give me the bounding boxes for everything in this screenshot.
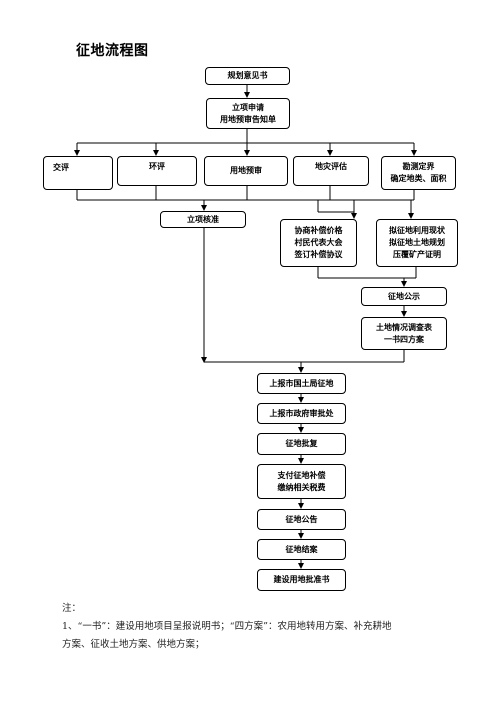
node-plan-opinion-label: 规划意见书 (227, 71, 268, 80)
node-project-apply: 立项申请 用地预审告知单 (206, 98, 290, 129)
node-report-city-label: 上报市国土局征地 (269, 378, 334, 388)
node-land-status-line3: 压覆矿产证明 (393, 250, 441, 259)
node-plan-opinion: 规划意见书 (205, 67, 290, 85)
node-land-certificate: 建设用地批准书 (257, 569, 346, 591)
notes-line-2: 方案、征收土地方案、供地方案； (62, 639, 205, 650)
node-announcement: 征地公告 (257, 509, 346, 530)
node-survey-line2: 确定地类、面积 (390, 174, 447, 183)
node-payment-line2: 缴纳相关税费 (277, 482, 326, 492)
node-announcement-label: 征地公告 (285, 514, 318, 524)
node-compensation: 协商补偿价格 村民代表大会 签订补偿协议 (280, 219, 357, 267)
node-survey: 勘测定界 确定地类、面积 (381, 156, 456, 190)
notes-heading: 注： (62, 603, 82, 614)
node-survey-table: 土地情况调查表 一书四方案 (361, 317, 447, 350)
node-survey-line1: 勘测定界 (402, 162, 435, 171)
node-approval-reply: 征地批复 (257, 433, 346, 455)
node-closure: 征地结案 (257, 539, 346, 560)
node-land-certificate-label: 建设用地批准书 (273, 575, 330, 584)
node-report-gov: 上报市政府审批处 (257, 403, 346, 424)
node-land-status-line1: 拟征地利用现状 (389, 226, 445, 235)
notes-line-1: 1、“一书”：建设用地项目呈报说明书；“四方案”：农用地转用方案、补充耕地 (62, 621, 392, 632)
node-traffic-eval: 交评 (43, 156, 113, 190)
node-survey-table-line2: 一书四方案 (384, 334, 424, 344)
node-project-approval-label: 立项核准 (187, 214, 219, 224)
node-compensation-line3: 签订补偿协议 (294, 250, 343, 259)
node-land-status-line2: 拟征地土地规划 (389, 238, 445, 247)
node-approval-reply-label: 征地批复 (285, 439, 318, 448)
node-report-gov-label: 上报市政府审批处 (269, 408, 334, 418)
node-closure-label: 征地结案 (285, 544, 318, 554)
node-env-eval-label: 环评 (149, 162, 165, 171)
node-compensation-line2: 村民代表大会 (294, 238, 343, 247)
node-env-eval: 环评 (117, 156, 197, 186)
node-land-pre-review: 用地预审 (204, 156, 288, 186)
node-project-apply-line2: 用地预审告知单 (220, 114, 276, 124)
node-payment: 支付征地补偿 缴纳相关税费 (257, 464, 346, 499)
node-report-city: 上报市国土局征地 (257, 373, 346, 394)
node-land-status: 拟征地利用现状 拟征地土地规划 压覆矿产证明 (376, 219, 458, 267)
node-land-pre-review-label: 用地预审 (230, 166, 262, 175)
node-payment-line1: 支付征地补偿 (277, 470, 326, 480)
notes: 注： 1、“一书”：建设用地项目呈报说明书；“四方案”：农用地转用方案、补充耕地… (62, 600, 391, 654)
page-title: 征地流程图 (76, 43, 149, 59)
node-public-notice: 征地公示 (361, 287, 447, 306)
node-traffic-eval-label: 交评 (53, 163, 69, 172)
node-project-approval: 立项核准 (160, 211, 246, 228)
node-survey-table-line1: 土地情况调查表 (376, 322, 432, 332)
node-disaster-eval-label: 地灾评估 (315, 162, 347, 171)
node-compensation-line1: 协商补偿价格 (294, 226, 343, 235)
node-project-apply-line1: 立项申请 (232, 102, 264, 112)
node-disaster-eval: 地灾评估 (293, 156, 369, 186)
node-public-notice-label: 征地公示 (388, 291, 420, 301)
